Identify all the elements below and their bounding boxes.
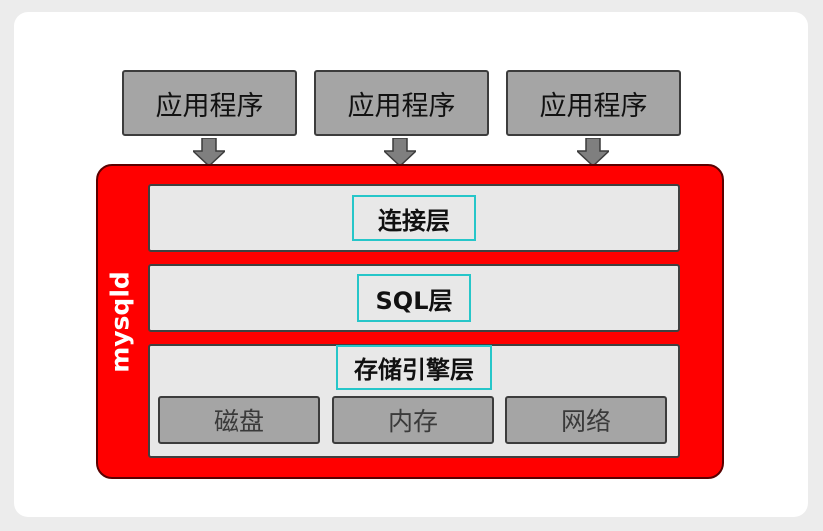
- sql-layer: SQL层: [148, 264, 680, 332]
- application-label: 应用程序: [347, 90, 456, 122]
- down-arrow-icon: [193, 138, 225, 166]
- sql-layer-title: SQL层: [357, 274, 471, 322]
- storage-target-memory: 内存: [332, 396, 494, 444]
- storage-target-disk: 磁盘: [158, 396, 320, 444]
- application-label: 应用程序: [155, 90, 264, 122]
- storage-target-label: 磁盘: [213, 407, 264, 436]
- storage-target-label: 网络: [560, 407, 611, 436]
- down-arrow-icon: [577, 138, 609, 166]
- storage-target-network: 网络: [505, 396, 667, 444]
- mysqld-label: mysqld: [105, 271, 135, 373]
- storage-target-label: 内存: [387, 407, 438, 436]
- down-arrow-icon: [384, 138, 416, 166]
- application-box-2: 应用程序: [314, 70, 489, 136]
- application-box-1: 应用程序: [122, 70, 297, 136]
- connection-layer: 连接层: [148, 184, 680, 252]
- storage-engine-layer-title: 存储引擎层: [336, 345, 492, 390]
- application-label: 应用程序: [539, 90, 648, 122]
- application-box-3: 应用程序: [506, 70, 681, 136]
- connection-layer-title: 连接层: [352, 195, 476, 241]
